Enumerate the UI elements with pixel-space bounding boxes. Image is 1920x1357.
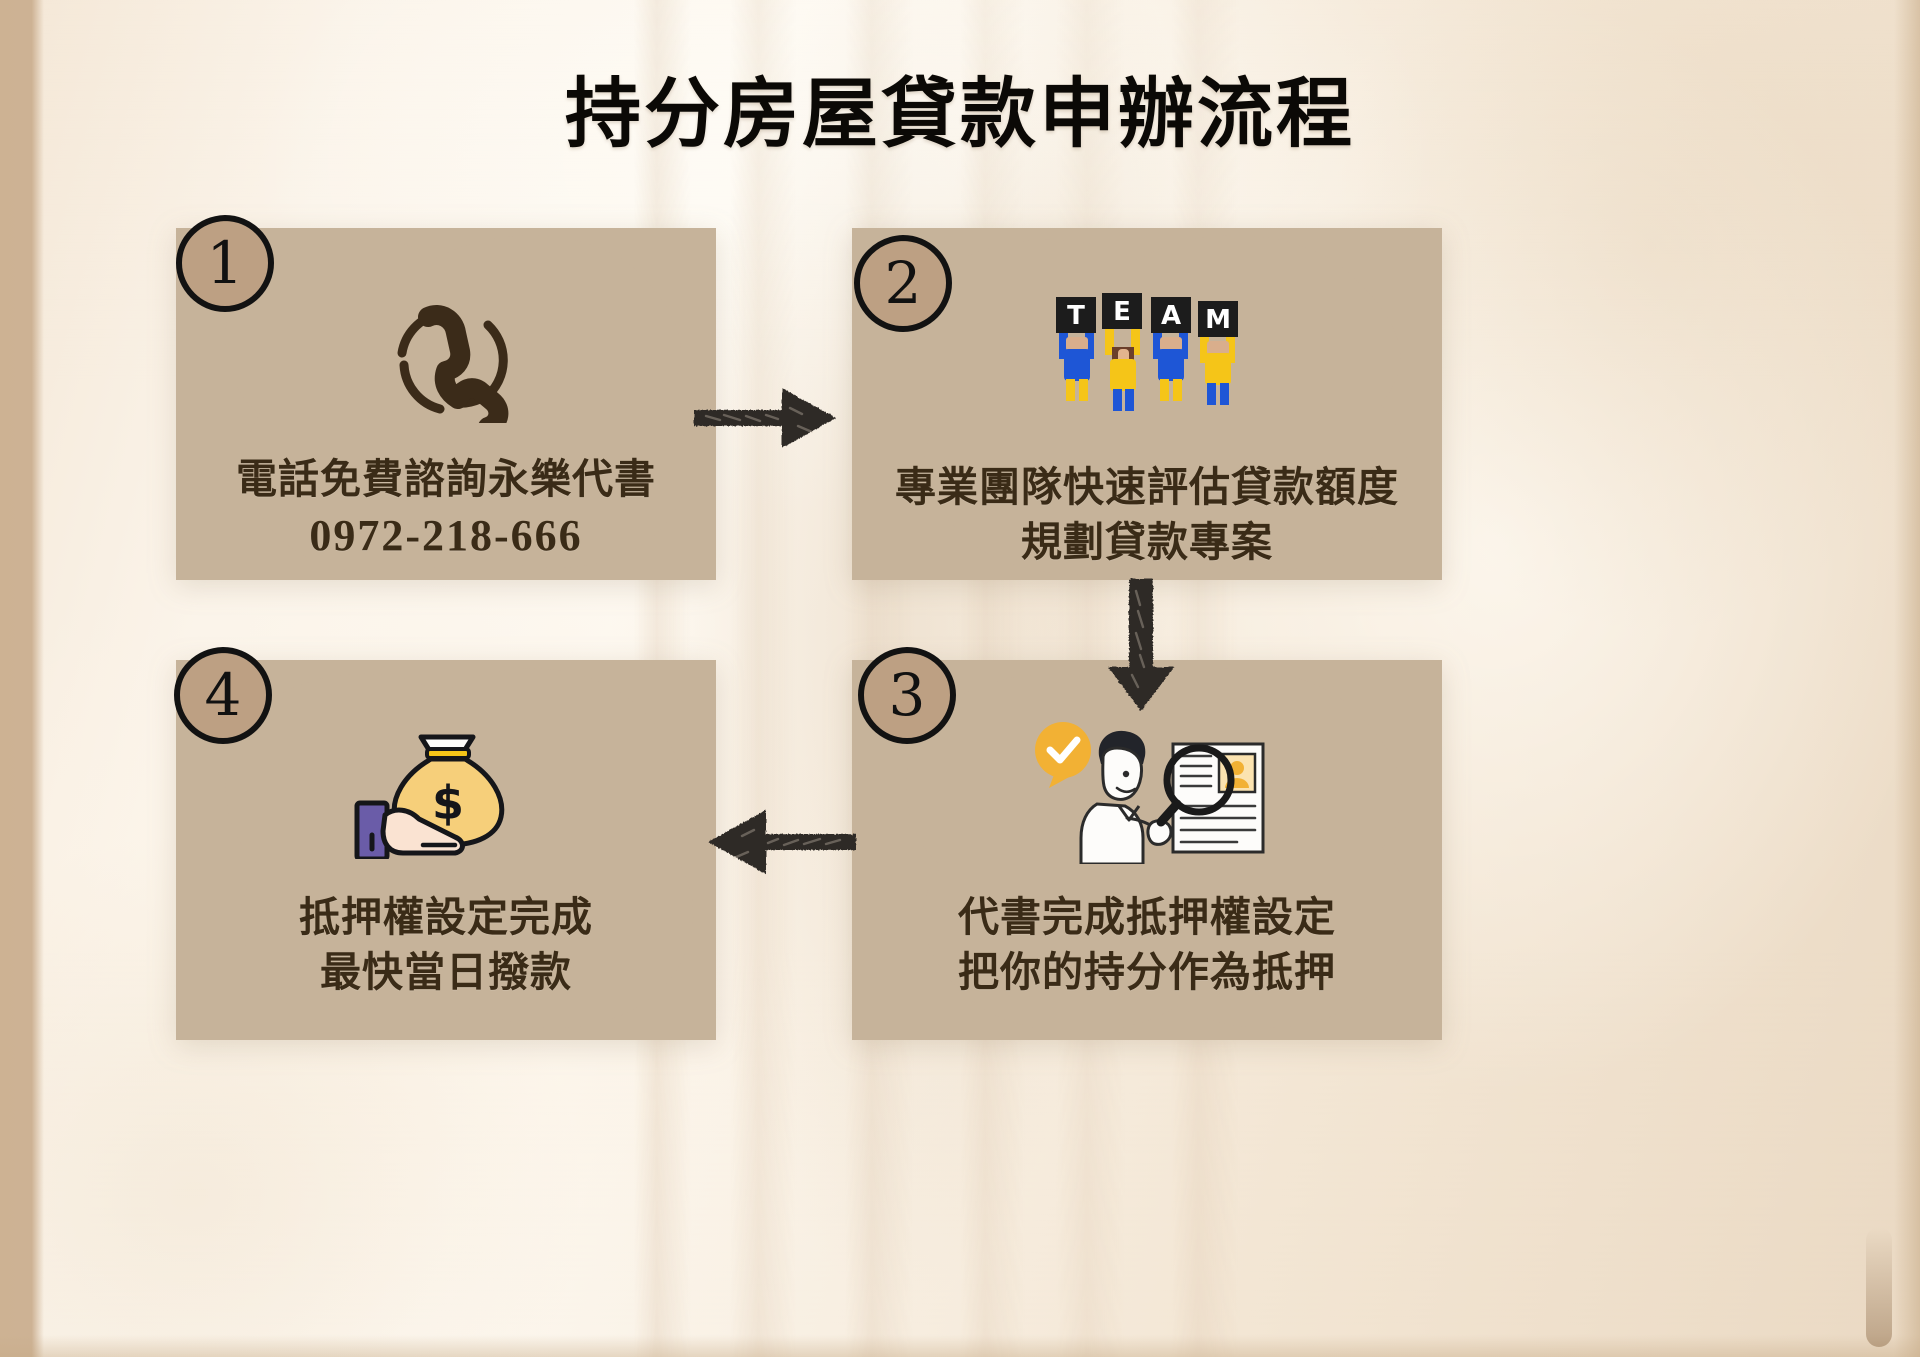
arrow-down-icon — [1100, 575, 1182, 715]
person-icon — [1079, 730, 1173, 864]
step-card-4: $ 抵押權設定完成 最快當日撥款 — [176, 660, 716, 1040]
team-letter-cards: T E A M — [1056, 293, 1238, 337]
step-card-1-body: 電話免費諮詢永樂代書 0972-218-666 — [176, 228, 716, 580]
step-2-line-1: 專業團隊快速評估貸款額度 — [895, 463, 1399, 511]
document-review-icon — [1027, 694, 1267, 884]
svg-text:M: M — [1205, 305, 1231, 335]
step-badge-2-number: 2 — [884, 249, 922, 317]
step-badge-1-number: 1 — [206, 229, 244, 297]
step-4-line-2: 最快當日撥款 — [320, 947, 572, 996]
step-1-line-1: 電話免費諮詢永樂代書 — [236, 455, 656, 503]
step-3-line-1: 代書完成抵押權設定 — [958, 893, 1336, 941]
svg-text:$: $ — [432, 776, 464, 830]
step-2-line-2: 規劃貸款專案 — [1021, 517, 1273, 566]
check-bubble-icon — [1035, 722, 1091, 788]
card-blob-shape-3 — [852, 660, 1442, 1040]
step-card-3-body: 代書完成抵押權設定 把你的持分作為抵押 — [852, 660, 1442, 1040]
team-person-3 — [1153, 333, 1188, 401]
arrow-left-icon — [700, 800, 860, 884]
step-badge-1: 1 — [170, 208, 280, 318]
team-person-4 — [1200, 337, 1235, 405]
document-icon — [1171, 742, 1265, 854]
step-card-2-caption: 專業團隊快速評估貸款額度 規劃貸款專案 — [895, 460, 1399, 570]
step-card-1-caption: 電話免費諮詢永樂代書 0972-218-666 — [236, 452, 656, 566]
team-person-1 — [1059, 333, 1094, 401]
page-title: 持分房屋貸款申辦流程 — [565, 69, 1355, 158]
team-person-2 — [1105, 329, 1140, 411]
step-card-2: T E A M — [852, 228, 1442, 580]
svg-text:E: E — [1113, 297, 1131, 327]
arrow-right-icon — [690, 378, 840, 458]
open-hand-icon — [354, 800, 465, 859]
svg-text:A: A — [1161, 301, 1181, 331]
step-card-3-caption: 代書完成抵押權設定 把你的持分作為抵押 — [958, 890, 1336, 1000]
step-card-4-body: $ 抵押權設定完成 最快當日撥款 — [176, 660, 716, 1040]
step-card-4-caption: 抵押權設定完成 最快當日撥款 — [299, 890, 593, 1000]
step-badge-3: 3 — [852, 640, 962, 750]
step-badge-4-number: 4 — [204, 661, 242, 729]
svg-text:T: T — [1067, 301, 1085, 331]
step-badge-2: 2 — [848, 228, 958, 338]
bottom-right-accent — [1866, 1227, 1892, 1347]
left-edge-border — [0, 0, 44, 1357]
step-card-1: 電話免費諮詢永樂代書 0972-218-666 — [176, 228, 716, 580]
bottom-edge-shade — [0, 1335, 1920, 1357]
step-badge-4: 4 — [168, 640, 278, 750]
team-icon: T E A M — [1052, 258, 1242, 448]
step-3-line-2: 把你的持分作為抵押 — [958, 947, 1336, 996]
right-edge-shade — [1894, 0, 1920, 1357]
step-card-3: 代書完成抵押權設定 把你的持分作為抵押 — [852, 660, 1442, 1040]
money-hand-icon: $ — [351, 694, 541, 884]
phone-icon — [380, 268, 512, 458]
step-1-phone-number: 0972-218-666 — [309, 510, 583, 560]
step-badge-3-number: 3 — [888, 661, 926, 729]
magnifier-icon — [1156, 744, 1235, 827]
step-card-2-body: T E A M — [852, 228, 1442, 580]
step-4-line-1: 抵押權設定完成 — [299, 893, 593, 941]
